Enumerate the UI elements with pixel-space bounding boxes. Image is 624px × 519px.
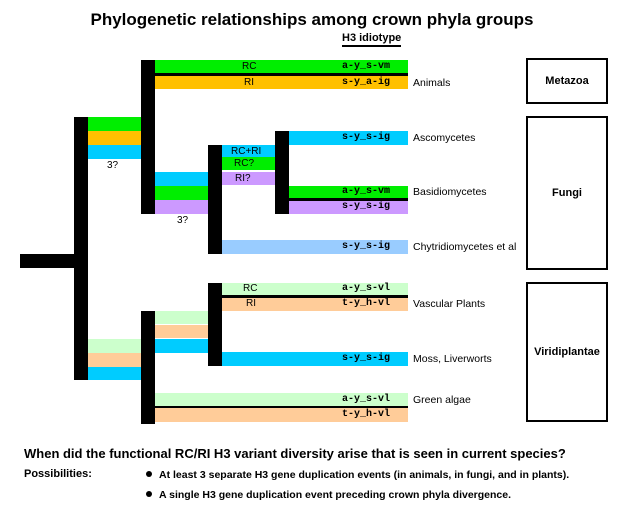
land-plants-node [208, 283, 222, 366]
fungi-ri-q-bar [222, 172, 275, 185]
group-label-metazoa: Metazoa [545, 75, 589, 87]
fungi-stem-blue-bar [155, 172, 208, 186]
animals-rc-idiotype: a-y_s-vm [342, 61, 391, 72]
group-label-fungi: Fungi [552, 187, 582, 199]
basidio-ri-idiotype: s-y_s-ig [342, 201, 391, 212]
vascular-ri-bar [222, 298, 408, 311]
green-algae-divider [155, 406, 408, 408]
green-algae-rc-idiotype: a-y_s-vl [342, 394, 391, 405]
dikarya-node [275, 131, 289, 214]
animals-rc-bar [155, 60, 408, 73]
fungi-rc-q-bar [222, 157, 275, 170]
possibility-text: At least 3 separate H3 gene duplication … [159, 469, 570, 481]
chytrid-idiotype: s-y_s-ig [342, 241, 391, 252]
fungi-question-mark: 3? [177, 215, 189, 226]
green-algae-rc-bar [155, 393, 408, 406]
taxon-animals: Animals [413, 77, 451, 89]
vascular-rc-bar [222, 283, 408, 295]
vascular-ri-idiotype: t-y_h-vl [342, 298, 391, 309]
animals-ri-bar [155, 76, 408, 89]
diagram-title: Phylogenetic relationships among crown p… [90, 10, 534, 29]
fungi-node [208, 145, 222, 254]
land-plants-blue-bar [155, 339, 208, 353]
root-upper-ri-bar [88, 131, 141, 145]
chytrid-bar [222, 240, 408, 254]
green-algae-ri-idiotype: t-y_h-vl [342, 409, 391, 420]
bullet-icon [146, 491, 152, 498]
fungi-stem-green-bar [155, 186, 208, 200]
group-box-fungi: Fungi [526, 116, 608, 270]
animals-ri-label: RI [244, 77, 254, 88]
root-lower-lightgreen-bar [88, 339, 141, 353]
possibilities-label: Possibilities: [24, 468, 92, 480]
root-lower-peach-bar [88, 353, 141, 367]
fungi-rcri-bar [222, 145, 275, 157]
root-upper-blue-bar [88, 145, 141, 159]
h3-idiotype-header: H3 idiotype [342, 32, 402, 47]
vascular-ri-label: RI [246, 298, 256, 309]
root-lower-blue-bar [88, 367, 141, 380]
moss-idiotype: s-y_s-ig [342, 353, 391, 364]
basidio-rc-bar [289, 186, 408, 198]
plants-node [141, 311, 155, 424]
ascomycetes-bar [289, 131, 408, 145]
basidio-ri-bar [289, 201, 408, 214]
root-vertical [74, 117, 88, 380]
green-algae-ri-bar [155, 408, 408, 422]
land-plants-peach-bar [155, 325, 208, 338]
bullet-icon [146, 471, 152, 478]
moss-bar [222, 352, 408, 366]
taxon-vascular-plants: Vascular Plants [413, 298, 486, 310]
possibility-text: A single H3 gene duplication event prece… [159, 489, 512, 501]
taxon-moss-liverworts: Moss, Liverworts [413, 353, 492, 365]
vascular-rc-idiotype: a-y_s-vl [342, 283, 391, 294]
fungi-rc-q-label: RC? [234, 158, 255, 169]
animals-rc-label: RC [242, 61, 257, 72]
question-text: When did the functional RC/RI H3 variant… [24, 446, 566, 461]
possibility-item: A single H3 gene duplication event prece… [146, 489, 511, 501]
opisthokont-node [141, 60, 155, 214]
taxon-chytridiomycetes: Chytridiomycetes et al [413, 241, 517, 253]
basidio-divider [289, 198, 408, 201]
animals-divider [155, 73, 408, 76]
group-label-viridiplantae: Viridiplantae [534, 346, 600, 358]
vascular-divider [222, 295, 408, 298]
taxon-green-algae: Green algae [413, 394, 471, 406]
taxon-basidiomycetes: Basidiomycetes [413, 186, 487, 198]
ascomycetes-idiotype: s-y_s-ig [342, 132, 391, 143]
group-box-viridiplantae: Viridiplantae [526, 282, 608, 422]
fungi-stem-purple-bar [155, 200, 208, 214]
vascular-rc-label: RC [243, 283, 258, 294]
fungi-rcri-label: RC+RI [231, 146, 262, 157]
land-plants-lightgreen-bar [155, 311, 208, 324]
basidio-rc-idiotype: a-y_s-vm [342, 186, 391, 197]
possibility-item: At least 3 separate H3 gene duplication … [146, 469, 569, 481]
animals-ri-idiotype: s-y_a-ig [342, 77, 391, 88]
root-stem [20, 254, 74, 268]
root-upper-rc-bar [88, 117, 141, 131]
fungi-ri-q-label: RI? [235, 173, 251, 184]
root-question-mark: 3? [107, 160, 119, 171]
group-box-metazoa: Metazoa [526, 58, 608, 104]
taxon-ascomycetes: Ascomycetes [413, 132, 476, 144]
